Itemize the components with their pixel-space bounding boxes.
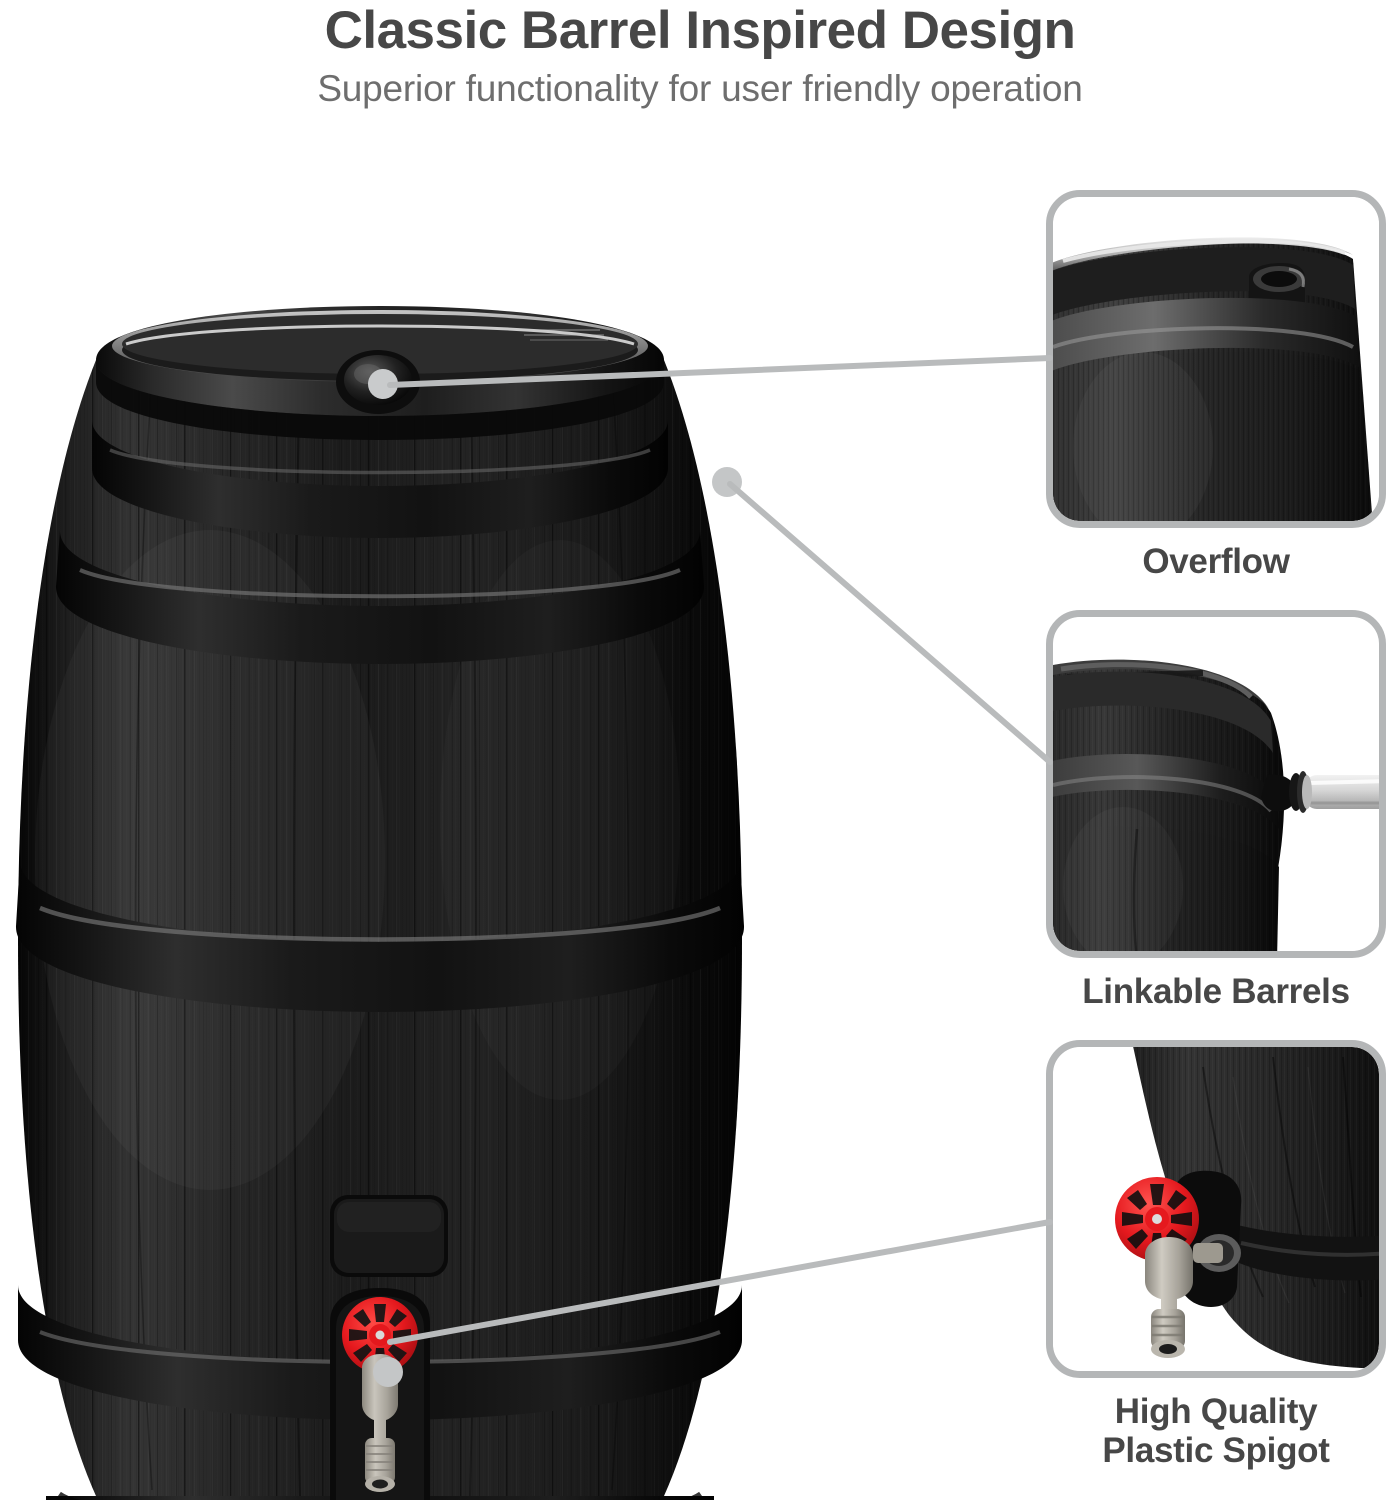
lid-screen-detail: [520, 329, 608, 341]
spigot-mount-nut: [1193, 1234, 1241, 1272]
page-subtitle: Superior functionality for user friendly…: [317, 68, 1083, 110]
callout-spigot-frame: [1046, 1040, 1386, 1378]
hoop-band-collar: [92, 420, 668, 538]
callout-spigot-label-line1: High Quality: [1114, 1392, 1318, 1431]
callout-spigot[interactable]: High Quality Plastic Spigot: [1046, 1040, 1386, 1470]
callout-linkable-barrels[interactable]: Linkable Barrels: [1046, 610, 1386, 1011]
callout-spigot-photo: [1053, 1047, 1379, 1371]
spigot: [330, 1288, 430, 1500]
callout-overflow-frame: [1046, 190, 1386, 528]
callout-linkable-photo: [1053, 617, 1379, 951]
callout-overflow-photo: [1053, 197, 1379, 521]
recessed-panel: [330, 1195, 448, 1277]
hoop-band-middle: [15, 860, 745, 1012]
spigot-outlet: [1151, 1309, 1185, 1358]
linkable-leader-line: [727, 481, 1053, 765]
callout-linkable-frame: [1046, 610, 1386, 958]
callout-spigot-label: High Quality Plastic Spigot: [1046, 1378, 1386, 1470]
linking-hose-icon: [1261, 771, 1379, 813]
callout-linkable-label: Linkable Barrels: [1082, 972, 1350, 1011]
callout-overflow-label: Overflow: [1142, 542, 1290, 581]
overflow-port: [336, 350, 420, 414]
main-product-image: [0, 300, 760, 1500]
linkable-connector-dot: [712, 467, 742, 497]
callout-spigot-label-line2: Plastic Spigot: [1102, 1431, 1330, 1471]
hoop-band-upper: [55, 530, 705, 664]
header: Classic Barrel Inspired Design Superior …: [0, 0, 1400, 150]
spigot-outlet: [365, 1438, 395, 1492]
page-title: Classic Barrel Inspired Design: [324, 1, 1076, 60]
callout-overflow[interactable]: Overflow: [1046, 190, 1386, 581]
